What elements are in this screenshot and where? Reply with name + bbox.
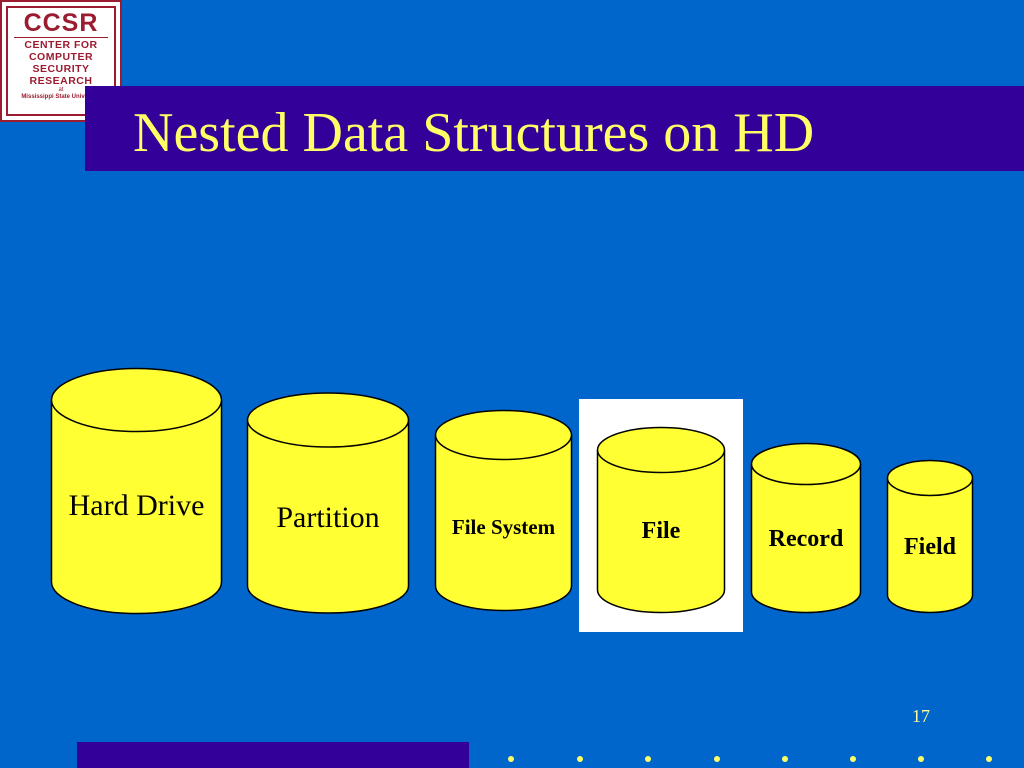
cylinder-shape bbox=[50, 367, 223, 615]
cylinder-label: File System bbox=[451, 515, 556, 539]
cylinder-shape bbox=[246, 392, 410, 614]
logo-line-4: RESEARCH bbox=[29, 75, 93, 87]
cylinder-shape bbox=[886, 459, 974, 614]
cylinder-label: Record bbox=[768, 526, 844, 552]
logo-university: Mississippi State University bbox=[21, 94, 101, 100]
logo-frame: CCSR CENTER FOR COMPUTER SECURITY RESEAR… bbox=[6, 6, 116, 116]
footer-dot bbox=[508, 756, 514, 762]
cylinder-partition: Partition bbox=[246, 392, 410, 615]
footer-dot bbox=[714, 756, 720, 762]
cylinder-file: File bbox=[596, 426, 726, 614]
cylinder-shape bbox=[434, 409, 573, 612]
footer-dot bbox=[986, 756, 992, 762]
logo-line-1: CENTER FOR bbox=[24, 39, 98, 51]
cylinder-record: Record bbox=[750, 442, 862, 614]
cylinder-label: Partition bbox=[276, 501, 380, 534]
cylinder-shape bbox=[596, 426, 726, 614]
footer-dot bbox=[918, 756, 924, 762]
footer-dot bbox=[645, 756, 651, 762]
logo-line-2: COMPUTER bbox=[28, 51, 94, 63]
cylinder-field: Field bbox=[886, 459, 974, 614]
logo-at: at bbox=[58, 87, 64, 93]
cylinder-label: Hard Drive bbox=[68, 489, 205, 522]
footer-dot bbox=[577, 756, 583, 762]
logo-abbreviation: CCSR bbox=[23, 9, 99, 37]
ccsr-logo: CCSR CENTER FOR COMPUTER SECURITY RESEAR… bbox=[0, 0, 122, 122]
logo-line-3: SECURITY bbox=[32, 63, 90, 75]
footer-dot bbox=[850, 756, 856, 762]
footer-dot bbox=[782, 756, 788, 762]
cylinder-label: File bbox=[641, 518, 681, 544]
cylinder-file-system: File System bbox=[434, 409, 573, 612]
page-number: 17 bbox=[912, 706, 930, 726]
logo-divider bbox=[14, 37, 108, 38]
title-bar bbox=[85, 86, 1024, 171]
cylinder-hard-drive: Hard Drive bbox=[50, 367, 223, 615]
slide-title: Nested Data Structures on HD bbox=[133, 102, 815, 164]
cylinder-label: Field bbox=[904, 534, 956, 560]
footer-bar bbox=[77, 742, 469, 768]
cylinder-shape bbox=[750, 442, 862, 614]
